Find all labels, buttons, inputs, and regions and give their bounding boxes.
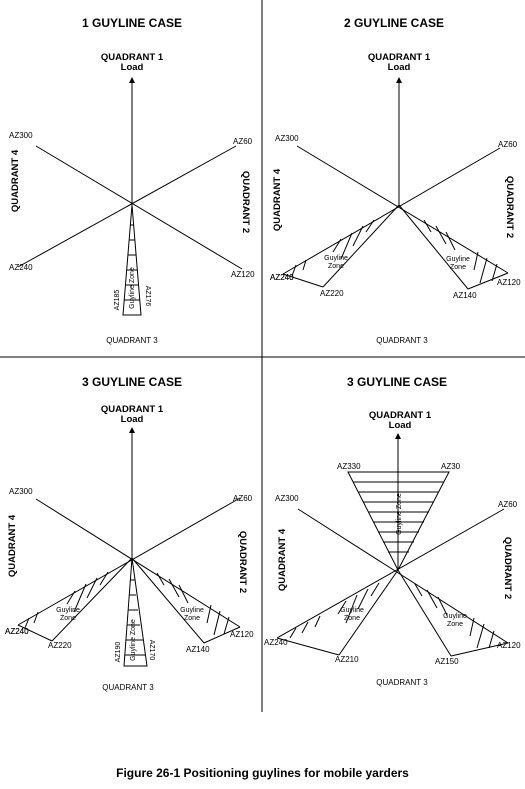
quadrant-3-label: QUADRANT 3 <box>102 683 154 692</box>
zone-label: Zone <box>447 621 463 628</box>
load-label: Load <box>121 414 144 425</box>
panel-3: 3 GUYLINE CASE QUADRANT 1 Load AZ300 AZ6… <box>5 375 254 692</box>
guyline-label: Guyline <box>443 613 467 620</box>
guyline-zone-label: Guyline Zone <box>129 267 136 309</box>
guyline-zone-rear: Guyline Zone AZ190 AZ170 <box>115 557 155 667</box>
az60-label: AZ60 <box>498 140 518 149</box>
az60-label: AZ60 <box>233 494 253 503</box>
az300-label: AZ300 <box>9 131 33 140</box>
zone-label: Zone <box>60 615 76 622</box>
zone-label: Zone <box>450 264 466 271</box>
quadrant-2-label: QUADRANT 2 <box>237 531 248 593</box>
az300-label: AZ300 <box>9 487 33 496</box>
axis-az240-az60 <box>276 508 505 639</box>
guyline-zone-right: Guyline Zone AZ140 <box>398 204 509 300</box>
quadrant-3-label: QUADRANT 3 <box>106 336 158 345</box>
az120-label: AZ120 <box>230 630 254 639</box>
guyline-zone-rear: Guyline Zone AZ185 AZ176 <box>114 204 151 316</box>
guyline-zone-right: Guyline Zone AZ140 <box>131 557 241 654</box>
quadrant-4-label: QUADRANT 4 <box>272 168 283 231</box>
zone-from-label: AZ150 <box>435 657 459 666</box>
zone-to-label: AZ210 <box>335 655 359 664</box>
az120-label: AZ120 <box>231 270 255 279</box>
zone-to-label: AZ176 <box>144 286 151 307</box>
axis-az240-az60 <box>17 145 237 268</box>
load-label: Load <box>121 62 144 73</box>
guyline-label: Guyline <box>446 256 470 263</box>
zone-label: Zone <box>344 615 360 622</box>
az240-label: AZ240 <box>5 627 29 636</box>
quadrant-4-label: QUADRANT 4 <box>7 514 18 577</box>
az300-label: AZ300 <box>275 134 299 143</box>
quadrant-2-label: QUADRANT 2 <box>504 176 515 238</box>
axis-az300-az120 <box>297 508 509 644</box>
guyline-label: Guyline <box>324 255 348 262</box>
az120-label: AZ120 <box>497 278 521 287</box>
quadrant-4-label: QUADRANT 4 <box>277 528 288 591</box>
axis-az300-az120 <box>35 498 241 628</box>
guyline-zone-label: Guyline Zone <box>396 493 403 535</box>
load-label: Load <box>388 62 411 73</box>
quadrant-1-label: QUADRANT 1 <box>101 404 164 415</box>
quadrant-2-label: QUADRANT 2 <box>240 171 251 233</box>
zone-from-label: AZ240 <box>5 627 29 636</box>
az240-label: AZ240 <box>264 638 288 647</box>
guyline-zone-left: Guyline Zone AZ210 <box>276 569 399 664</box>
zone-to-label: AZ220 <box>48 641 72 650</box>
guyline-label: Guyline <box>56 607 80 614</box>
panel-title: 3 GUYLINE CASE <box>82 375 182 389</box>
figure-caption: Figure 26-1 Positioning guylines for mob… <box>116 766 409 780</box>
guyline-label: Guyline <box>340 607 364 614</box>
guyline-zone-label: Guyline Zone <box>130 619 137 661</box>
zone-from-label: AZ240 <box>270 273 294 282</box>
panel-title: 1 GUYLINE CASE <box>82 16 182 30</box>
zone-from-label: AZ140 <box>453 291 477 300</box>
guyline-zone-left: Guyline Zone AZ240 AZ220 <box>5 557 133 650</box>
quadrant-3-label: QUADRANT 3 <box>376 336 428 345</box>
panel-4: 3 GUYLINE CASE QUADRANT 1 Load AZ300 AZ6… <box>264 375 521 687</box>
az60-label: AZ60 <box>233 137 253 146</box>
axis-az240-az60 <box>282 147 501 275</box>
guyline-label: Guyline <box>180 607 204 614</box>
az240-label: AZ240 <box>270 273 294 282</box>
quadrant-1-label: QUADRANT 1 <box>101 52 164 63</box>
quadrant-2-label: QUADRANT 2 <box>502 537 513 599</box>
zone-to-label: AZ30 <box>441 462 461 471</box>
zone-to-label: AZ170 <box>148 640 155 661</box>
zone-from-label: AZ140 <box>186 645 210 654</box>
zone-from-label: AZ185 <box>114 290 121 311</box>
panel-title: 3 GUYLINE CASE <box>347 375 447 389</box>
az120-label: AZ120 <box>497 641 521 650</box>
az300-label: AZ300 <box>275 494 299 503</box>
axis-az300-az120 <box>35 145 243 270</box>
zone-label: Zone <box>328 263 344 270</box>
zone-label: Zone <box>184 615 200 622</box>
panel-1: 1 GUYLINE CASE QUADRANT 1 Load AZ300 AZ6… <box>9 16 255 345</box>
panel-2: 2 GUYLINE CASE QUADRANT 1 Load AZ300 AZ6… <box>270 16 521 345</box>
guyline-zone-left: Guyline Zone AZ240 AZ220 <box>270 204 400 298</box>
panel-title: 2 GUYLINE CASE <box>344 16 444 30</box>
az240-label: AZ240 <box>9 263 33 272</box>
az60-label: AZ60 <box>498 500 518 509</box>
quadrant-4-label: QUADRANT 4 <box>10 149 21 212</box>
quadrant-1-label: QUADRANT 1 <box>369 410 432 421</box>
load-label: Load <box>389 420 412 431</box>
quadrant-3-label: QUADRANT 3 <box>376 678 428 687</box>
guyline-zone-front: Guyline Zone AZ330 AZ30 <box>337 462 461 572</box>
zone-from-label: AZ190 <box>115 642 122 663</box>
zone-to-label: AZ220 <box>320 289 344 298</box>
guyline-zone-right: Guyline Zone AZ150 <box>397 569 509 666</box>
zone-from-label: AZ330 <box>337 462 361 471</box>
quadrant-1-label: QUADRANT 1 <box>368 52 431 63</box>
